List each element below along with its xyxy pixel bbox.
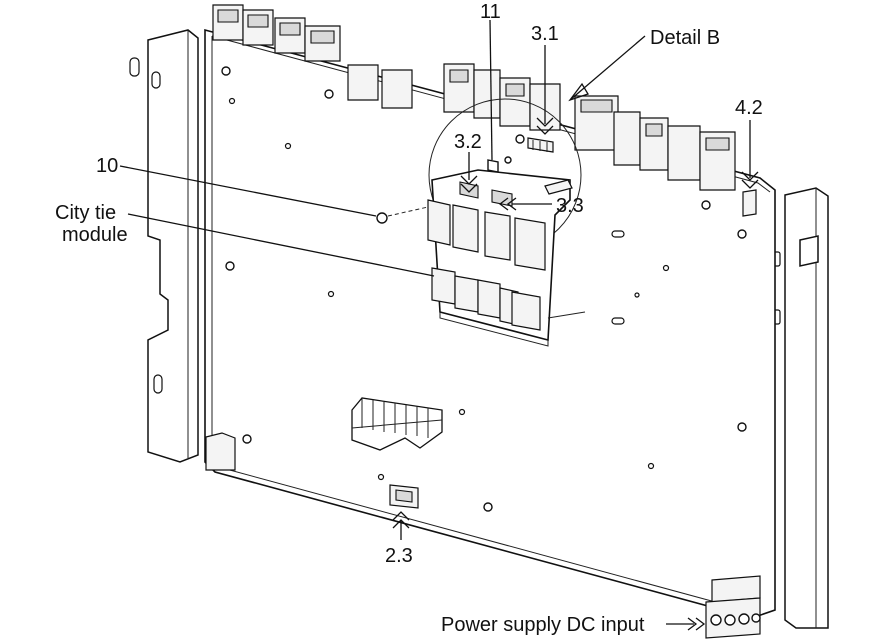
label-2-3: 2.3 [385, 545, 413, 567]
label-3-1: 3.1 [531, 23, 559, 45]
chevrons-2-3 [392, 511, 410, 540]
heat-sink [351, 397, 443, 451]
label-city-tie-line1: City tie [55, 202, 116, 224]
tab-4-2 [742, 189, 757, 217]
power-supply-terminal-block [705, 575, 761, 639]
leader-10 [119, 165, 377, 217]
right-mounting-bracket [771, 187, 829, 629]
label-3-2: 3.2 [454, 131, 482, 153]
callout-labels: 11 3.1 Detail B 4.2 3.2 10 3.3 City tie … [55, 1, 763, 636]
connector-2-3 [389, 484, 419, 509]
connector-3-1 [527, 137, 554, 153]
leader-lines [119, 19, 646, 277]
label-4-2: 4.2 [735, 97, 763, 119]
leader-city-tie [127, 213, 435, 277]
screw-10 [376, 206, 429, 224]
leader-detail-b [569, 35, 646, 101]
chevrons-power-supply [666, 617, 706, 631]
top-connectors-left [212, 4, 413, 109]
chevrons-3-1 [536, 45, 554, 135]
label-detail-b: Detail B [650, 27, 720, 49]
top-connectors-right [443, 63, 736, 191]
label-10: 10 [96, 155, 118, 177]
left-mounting-bracket [129, 29, 199, 463]
label-city-tie-line2: module [62, 224, 128, 246]
lower-left-standoff [205, 432, 236, 471]
arrow-detail-b-head [568, 82, 589, 102]
chevrons-3-3 [498, 197, 517, 211]
label-power-supply: Power supply DC input [441, 614, 645, 636]
city-tie-module-board [427, 169, 586, 347]
board-screws [221, 66, 747, 512]
arrows [392, 45, 759, 631]
leader-11 [489, 19, 493, 161]
chevrons-3-2 [460, 152, 478, 193]
label-11: 11 [480, 1, 501, 23]
label-3-3: 3.3 [556, 195, 584, 217]
chevrons-4-2 [741, 120, 759, 189]
